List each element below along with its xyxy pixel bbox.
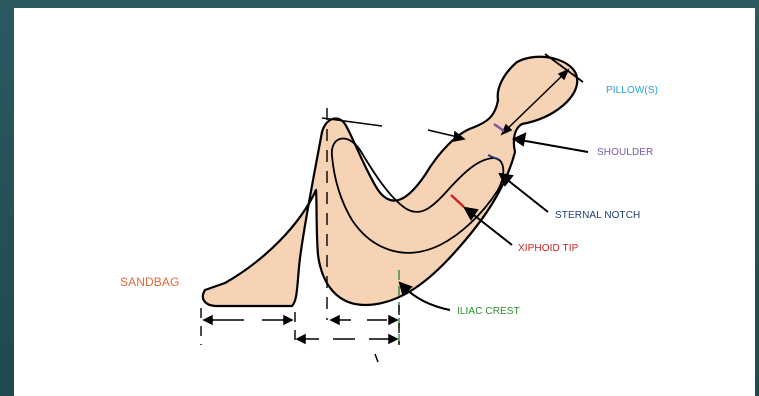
sandbag-label: SANDBAG — [120, 275, 179, 289]
dimension-arrow-seat — [331, 316, 397, 324]
shoulder-leader — [514, 134, 588, 152]
iliac-crest-leader — [400, 283, 450, 310]
xiphoid-tip-label: XIPHOID TIP — [518, 243, 578, 254]
dimension-arrow-hip — [297, 335, 397, 343]
sternal-notch-leader — [500, 174, 548, 212]
dimension-arrow-foot — [204, 316, 292, 324]
shoulder-label: SHOULDER — [597, 147, 653, 158]
body-silhouette — [203, 57, 577, 306]
pillow-label: PILLOW(S) — [606, 85, 658, 96]
sternal-notch-label: STERNAL NOTCH — [555, 210, 640, 221]
back-arrow — [428, 130, 464, 141]
tick-mark — [375, 354, 378, 362]
iliac-crest-label: ILIAC CREST — [457, 306, 520, 317]
